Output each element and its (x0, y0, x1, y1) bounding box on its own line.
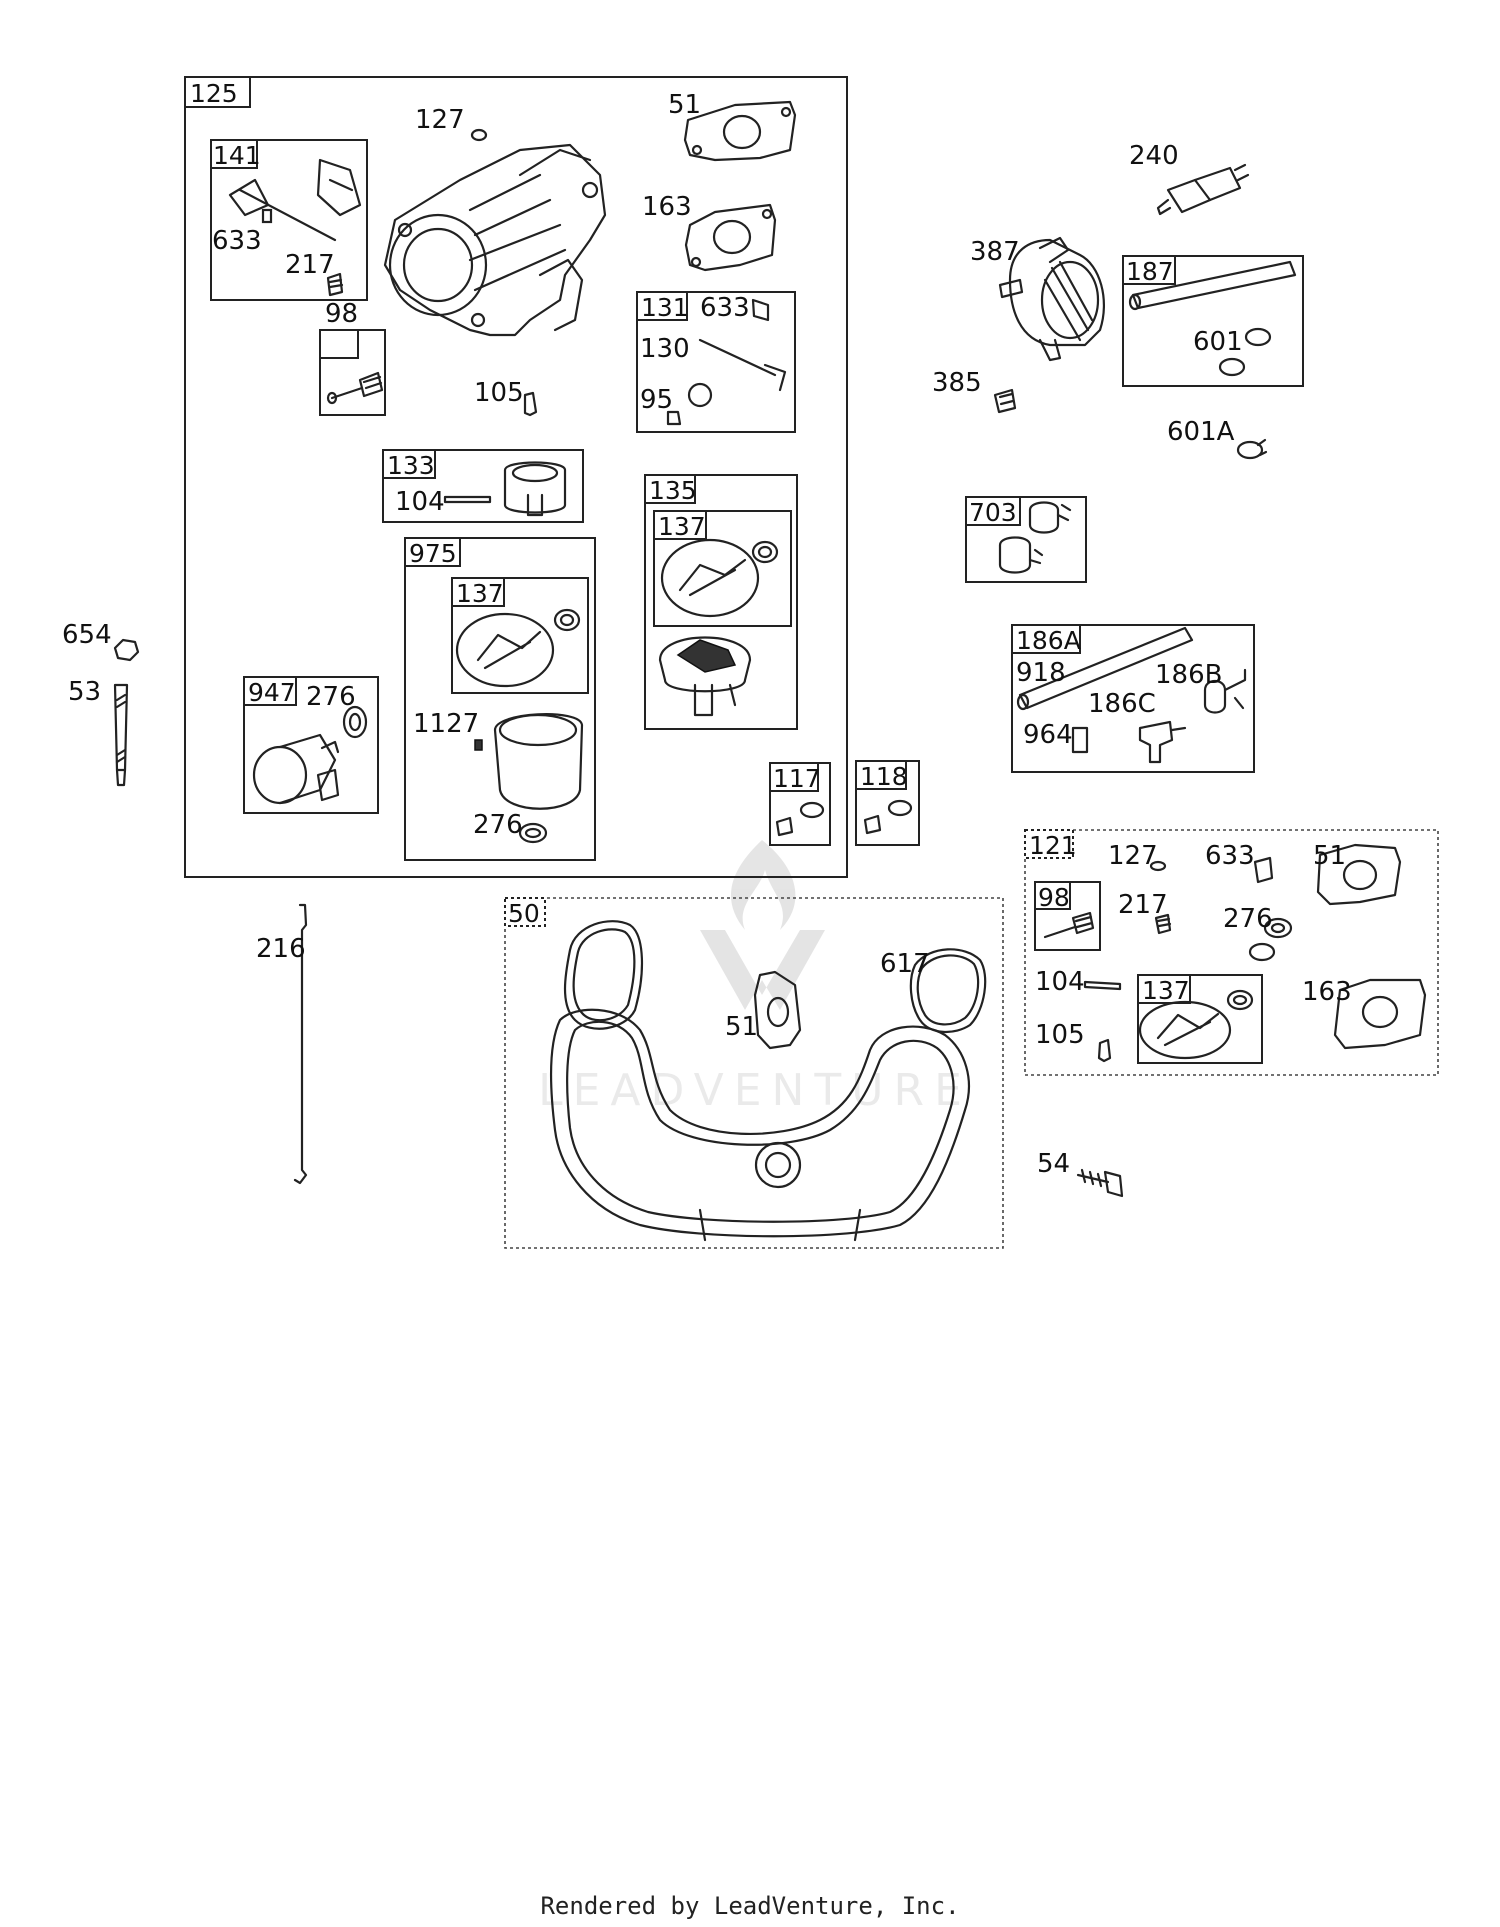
part-51-gasket[interactable] (683, 100, 797, 162)
kit-133[interactable]: 133 (382, 449, 584, 523)
kit-50[interactable]: 50 (504, 897, 1004, 1249)
kit-186A[interactable]: 186A (1011, 624, 1255, 773)
label-601: 601 (1193, 327, 1243, 357)
kit-975[interactable]: 975 137 (404, 537, 596, 861)
label-51: 51 (668, 90, 701, 120)
box-label-141: 141 (213, 141, 261, 170)
part-54-bolt[interactable] (1076, 1168, 1124, 1198)
label-186B: 186B (1155, 660, 1222, 690)
box-label-133: 133 (387, 451, 435, 480)
assembly-125[interactable]: 125 (184, 76, 848, 878)
label-51-gasket-set: 51 (725, 1012, 758, 1042)
part-127-o-ring[interactable] (470, 128, 488, 142)
label-240: 240 (1129, 141, 1179, 171)
box-label-975: 975 (409, 539, 457, 568)
kit-135[interactable]: 135 137 (644, 474, 798, 730)
kit-121[interactable]: 121 98 137 (1024, 829, 1439, 1076)
label-127: 127 (415, 105, 465, 135)
box-label-947: 947 (248, 678, 296, 707)
part-163-gasket[interactable] (684, 203, 777, 272)
kit-187[interactable]: 187 (1122, 255, 1304, 387)
part-387-fuel-pump[interactable] (998, 236, 1105, 362)
label-105-kit: 105 (1035, 1020, 1085, 1050)
label-163-kit: 163 (1302, 977, 1352, 1007)
carburetor-body-part[interactable] (383, 143, 607, 337)
box-label-703: 703 (969, 498, 1017, 527)
label-617: 617 (880, 949, 930, 979)
kit-141[interactable]: 141 (210, 139, 368, 301)
kit-98[interactable] (319, 329, 386, 416)
label-633-choke: 633 (700, 293, 750, 323)
label-127-kit: 127 (1108, 841, 1158, 871)
label-601A: 601A (1167, 417, 1235, 447)
kit-703[interactable]: 703 (965, 496, 1087, 583)
label-276: 276 (473, 810, 523, 840)
label-163: 163 (642, 192, 692, 222)
kit-947[interactable]: 947 (243, 676, 379, 814)
label-53: 53 (68, 677, 101, 707)
label-387: 387 (970, 237, 1020, 267)
box-label-121: 121 (1029, 831, 1077, 860)
box-label-131: 131 (641, 293, 689, 322)
part-105-needle[interactable] (523, 391, 538, 417)
watermark-logo (700, 840, 825, 1010)
label-633: 633 (212, 226, 262, 256)
box-label-118: 118 (860, 762, 908, 791)
kit-131[interactable]: 131 (636, 291, 796, 433)
box-label-186A: 186A (1016, 626, 1081, 655)
part-53-stud[interactable] (113, 683, 129, 787)
part-601A-clamp[interactable] (1236, 438, 1268, 460)
footer-credit: Rendered by LeadVenture, Inc. (540, 1892, 960, 1920)
label-276-solenoid: 276 (306, 682, 356, 712)
part-385-screw[interactable] (993, 388, 1017, 414)
watermark-text: LEADVENTURE (538, 1065, 972, 1116)
label-964: 964 (1023, 720, 1073, 750)
kit-117[interactable]: 117 (769, 762, 831, 846)
box-label-137-c: 137 (1142, 976, 1190, 1005)
box-label-98-b: 98 (1038, 883, 1070, 912)
box-label-187: 187 (1126, 257, 1174, 286)
label-1127: 1127 (413, 709, 479, 739)
box-label-117: 117 (773, 764, 821, 793)
part-216-link-rod[interactable] (293, 903, 308, 1185)
label-633-kit: 633 (1205, 841, 1255, 871)
label-54: 54 (1037, 1149, 1070, 1179)
label-385: 385 (932, 368, 982, 398)
label-51-kit: 51 (1313, 841, 1346, 871)
box-label-125: 125 (190, 79, 238, 108)
label-104-kit: 104 (1035, 967, 1085, 997)
label-130: 130 (640, 334, 690, 364)
label-217-kit: 217 (1118, 890, 1168, 920)
part-654-nut[interactable] (113, 638, 140, 662)
label-217: 217 (285, 250, 335, 280)
label-276-kit: 276 (1223, 904, 1273, 934)
label-98: 98 (325, 299, 358, 329)
label-654: 654 (62, 620, 112, 650)
box-label-135: 135 (649, 476, 697, 505)
label-216: 216 (256, 934, 306, 964)
box-label-137: 137 (658, 512, 706, 541)
part-240-fuel-filter[interactable] (1156, 163, 1250, 216)
label-918: 918 (1016, 658, 1066, 688)
label-95: 95 (640, 385, 673, 415)
label-105: 105 (474, 378, 524, 408)
box-label-137-b: 137 (456, 579, 504, 608)
box-label-50: 50 (508, 899, 540, 928)
kit-118[interactable]: 118 (855, 760, 920, 846)
label-186C: 186C (1088, 689, 1156, 719)
label-104: 104 (395, 487, 445, 517)
